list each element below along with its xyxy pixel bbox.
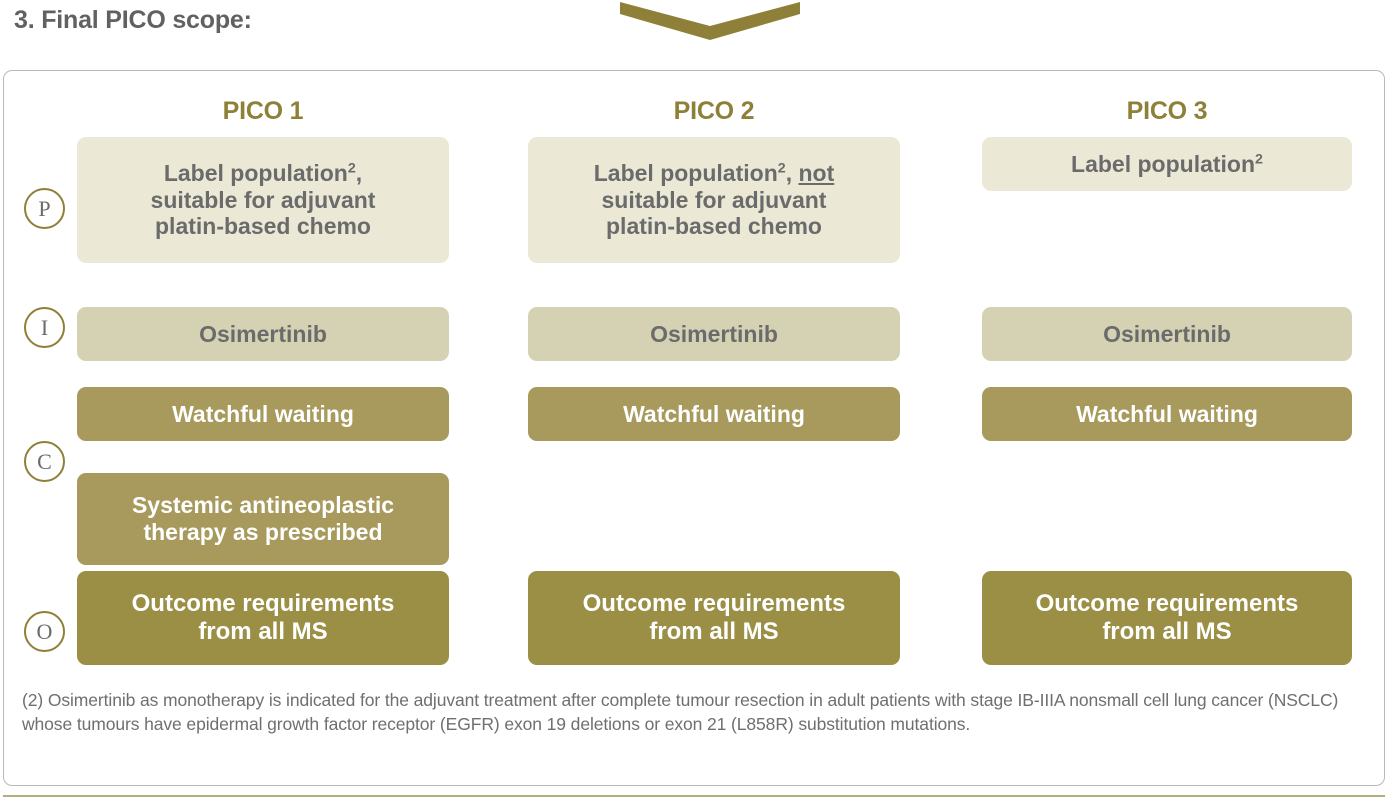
column-header-pico-3: PICO 3 [1126,97,1208,125]
population-pico1-line3: platin-based chemo [155,213,371,240]
cell-population-pico1[interactable]: Label population2, suitable for adjuvant… [77,137,449,263]
population-pico1-after1: , [355,159,363,186]
footnote-marker: 2 [347,159,356,176]
cell-population-pico2[interactable]: Label population2, not suitable for adju… [528,137,900,263]
pico-table-card: PICO 1 PICO 2 PICO 3 P I C O Label popul… [3,70,1385,786]
population-pico3-line1: Label population [1071,150,1256,177]
column-header-pico-2: PICO 2 [673,97,755,125]
page-title: 3. Final PICO scope: [14,6,252,34]
comparator-secondary-line2: therapy as prescribed [143,519,383,545]
cell-comparator-primary-pico2[interactable]: Watchful waiting [528,387,900,441]
population-pico1-line1: Label population [163,159,348,186]
population-pico1-line2: suitable for adjuvant [150,186,376,213]
population-pico2-after1: , [785,159,799,186]
row-badge-outcome: O [24,611,65,652]
population-pico2-line2: suitable for adjuvant [601,186,827,213]
cell-intervention-pico1[interactable]: Osimertinib [77,307,449,361]
footnote-text: (2) Osimertinib as monotherapy is indica… [22,690,1339,734]
cell-outcome-pico2[interactable]: Outcome requirements from all MS [528,571,900,665]
row-badge-population: P [24,188,65,229]
cell-outcome-pico1[interactable]: Outcome requirements from all MS [77,571,449,665]
comparator-secondary-line1: Systemic antineoplastic [131,492,395,519]
population-pico2-line3: platin-based chemo [606,213,822,240]
cell-intervention-pico3[interactable]: Osimertinib [982,307,1352,361]
footnote-marker: 2 [1255,150,1263,167]
outcome-pico3-line1: Outcome requirements [1035,589,1299,617]
cell-intervention-pico2[interactable]: Osimertinib [528,307,900,361]
cell-comparator-primary-pico1[interactable]: Watchful waiting [77,387,449,441]
outcome-pico3-line2: from all MS [1102,618,1232,645]
cell-comparator-primary-pico3[interactable]: Watchful waiting [982,387,1352,441]
cell-population-pico3[interactable]: Label population2 [982,137,1352,191]
population-pico2-emphasis: not [798,159,835,186]
outcome-pico1-line1: Outcome requirements [131,589,395,617]
outcome-pico2-line1: Outcome requirements [582,589,846,617]
cell-outcome-pico3[interactable]: Outcome requirements from all MS [982,571,1352,665]
cell-comparator-secondary-pico1[interactable]: Systemic antineoplastic therapy as presc… [77,473,449,565]
row-badge-intervention: I [24,307,65,348]
row-badge-comparator: C [24,441,65,482]
outcome-pico2-line2: from all MS [649,618,779,645]
column-header-pico-1: PICO 1 [222,97,304,125]
bottom-divider [3,795,1385,797]
chevron-down-icon [620,2,800,40]
footnote-marker: 2 [777,159,786,176]
population-pico2-line1: Label population [593,159,778,186]
outcome-pico1-line2: from all MS [198,618,328,645]
